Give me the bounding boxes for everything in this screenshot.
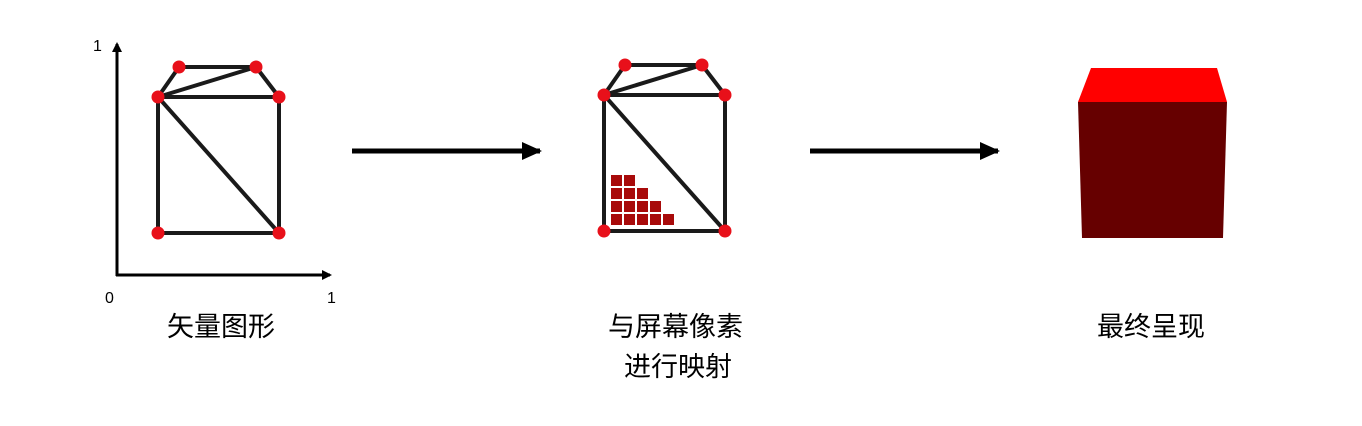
mesh-vertex (151, 90, 165, 104)
pixel-cell (650, 214, 661, 225)
caption-vector-graphic: 矢量图形 (167, 312, 275, 343)
caption-pixel-mapping-line2: 进行映射 (624, 352, 732, 383)
caption-pixel-mapping-line1: 与屏幕像素 (608, 312, 743, 343)
mesh-vertex (718, 224, 732, 238)
vector-graphic-panel (112, 42, 332, 280)
pixel-cell (637, 188, 648, 199)
vector-mesh (151, 60, 286, 240)
mesh-edge (156, 95, 281, 235)
cube-top-face (1078, 68, 1227, 102)
x-axis-max-label: 1 (327, 290, 336, 307)
pixel-cell (637, 201, 648, 212)
mesh-edge (602, 63, 704, 97)
pixel-cell (611, 214, 622, 225)
origin-label: 0 (105, 290, 114, 307)
final-render-panel (1078, 68, 1227, 238)
pixel-cell (611, 188, 622, 199)
mesh-vertex (249, 60, 263, 74)
pixel-cell (624, 201, 635, 212)
pixel-cell (624, 175, 635, 186)
mesh-edge (602, 93, 727, 233)
mesh-vertex (718, 88, 732, 102)
mesh-vertex (272, 90, 286, 104)
mesh-vertex (272, 226, 286, 240)
pixel-cell (624, 214, 635, 225)
pixel-cell (611, 201, 622, 212)
mesh-vertex (618, 58, 632, 72)
pixel-grid (611, 175, 674, 225)
y-axis-max-label: 1 (93, 38, 102, 55)
pixel-cell (663, 214, 674, 225)
mesh-vertex (695, 58, 709, 72)
mesh-vertex (151, 226, 165, 240)
pixel-cell (624, 188, 635, 199)
cube-front-face (1078, 102, 1227, 238)
pixel-cell (637, 214, 648, 225)
pixel-cell (650, 201, 661, 212)
pixel-cell (611, 175, 622, 186)
mesh-vertex (597, 88, 611, 102)
mesh-vertex (172, 60, 186, 74)
mesh-edge (156, 65, 258, 99)
pixel-mapping-panel (597, 58, 732, 238)
mapped-mesh (597, 58, 732, 238)
caption-final-render: 最终呈现 (1097, 312, 1205, 343)
mesh-vertex (597, 224, 611, 238)
